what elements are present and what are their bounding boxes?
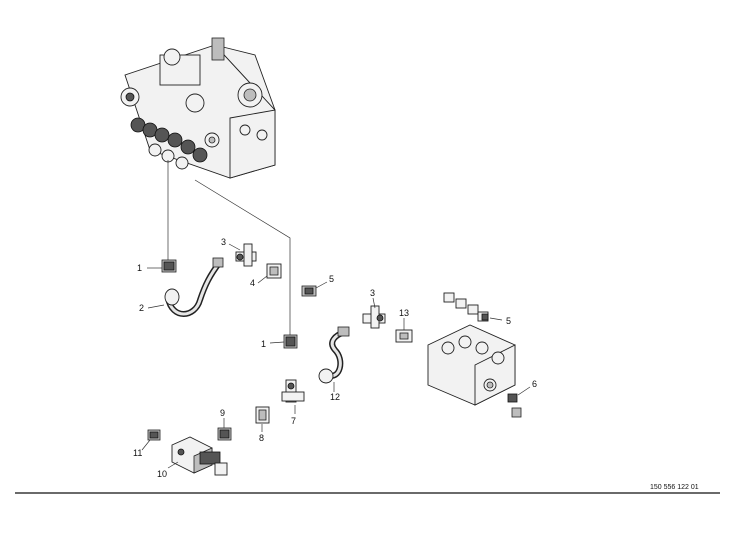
fitting-13	[395, 329, 413, 343]
callout-6: 6	[532, 379, 537, 389]
callout-10: 10	[157, 469, 167, 479]
fitting-11	[147, 429, 161, 441]
main-control-valve-block	[120, 37, 276, 179]
callout-5-right: 5	[506, 316, 511, 326]
fitting-9	[217, 427, 232, 441]
callout-13: 13	[399, 308, 409, 318]
callout-12: 12	[330, 392, 340, 402]
callout-9: 9	[220, 408, 225, 418]
callout-5-middle: 5	[329, 274, 334, 284]
callout-3-right: 3	[370, 288, 375, 298]
callout-3-left: 3	[221, 237, 226, 247]
fitting-6	[507, 393, 522, 418]
secondary-valve-block	[427, 324, 516, 406]
fitting-1-lower	[283, 334, 298, 349]
callout-4: 4	[250, 278, 255, 288]
tee-fitting-3-right	[362, 305, 386, 329]
hose-2	[164, 257, 224, 317]
callout-7: 7	[291, 416, 296, 426]
fitting-1-upper	[161, 259, 177, 273]
callout-2: 2	[139, 303, 144, 313]
coupling-8	[255, 406, 270, 424]
fitting-5-group	[443, 292, 489, 322]
callout-8: 8	[259, 433, 264, 443]
callout-1-upper: 1	[137, 263, 142, 273]
tee-fitting-7	[281, 379, 305, 403]
leader-lines	[167, 160, 291, 335]
drawing-number: 150 556 122 01	[650, 484, 699, 491]
coupling-4	[266, 263, 282, 279]
tee-fitting-3-left	[235, 243, 257, 267]
hose-12	[318, 326, 350, 384]
callout-1-lower: 1	[261, 339, 266, 349]
fitting-5-middle	[301, 285, 317, 297]
callout-11: 11	[133, 448, 142, 458]
valve-10	[171, 436, 228, 476]
